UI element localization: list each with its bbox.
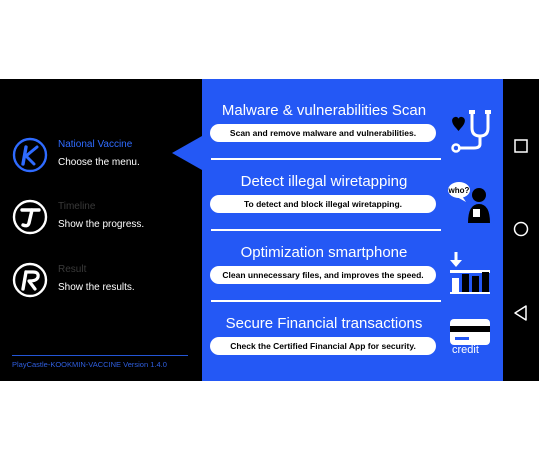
sidebar-item-desc: Show the results. bbox=[58, 282, 135, 293]
feature-heading: Optimization smartphone bbox=[240, 244, 408, 261]
feature-optimization[interactable]: Optimization smartphone Clean unnecessar… bbox=[202, 240, 503, 310]
selection-pointer bbox=[172, 136, 202, 170]
r-logo-icon bbox=[12, 262, 48, 298]
sidebar-item-desc: Choose the menu. bbox=[58, 157, 140, 168]
t-logo-icon bbox=[12, 199, 48, 235]
feature-desc-pill: To detect and block illegal wiretapping. bbox=[210, 195, 436, 213]
k-logo-icon bbox=[12, 137, 48, 173]
version-text: PlayCastle-KOOKMIN-VACCINE Version 1.4.0 bbox=[12, 360, 167, 369]
app-screen: National Vaccine Choose the menu. Timeli… bbox=[0, 79, 539, 381]
home-icon[interactable] bbox=[511, 219, 531, 239]
sidebar-item-title: Result bbox=[58, 264, 87, 275]
feature-secure-financial[interactable]: Secure Financial transactions Check the … bbox=[202, 311, 503, 381]
sidebar: National Vaccine Choose the menu. Timeli… bbox=[0, 79, 202, 381]
sidebar-item-timeline[interactable]: Timeline Show the progress. bbox=[12, 199, 198, 247]
feature-desc-pill: Clean unnecessary files, and improves th… bbox=[210, 266, 436, 284]
sidebar-item-title: Timeline bbox=[58, 201, 96, 212]
feature-heading: Secure Financial transactions bbox=[225, 315, 423, 332]
sidebar-item-national-vaccine[interactable]: National Vaccine Choose the menu. bbox=[12, 137, 198, 185]
bar-chart-download-icon bbox=[450, 252, 490, 294]
sidebar-item-result[interactable]: Result Show the results. bbox=[12, 262, 198, 310]
sidebar-item-desc: Show the progress. bbox=[58, 219, 145, 230]
sidebar-item-title: National Vaccine bbox=[58, 139, 133, 150]
recent-apps-icon[interactable] bbox=[511, 136, 531, 156]
feature-divider bbox=[211, 229, 441, 231]
feature-wiretapping[interactable]: Detect illegal wiretapping To detect and… bbox=[202, 169, 503, 239]
feature-malware-scan[interactable]: Malware & vulnerabilities Scan Scan and … bbox=[202, 98, 503, 168]
system-nav-bar bbox=[503, 79, 539, 381]
who-person-icon: who? bbox=[448, 182, 490, 223]
heart-stethoscope-icon bbox=[451, 110, 491, 153]
back-icon[interactable] bbox=[511, 303, 531, 323]
feature-heading: Detect illegal wiretapping bbox=[240, 173, 408, 190]
feature-divider bbox=[211, 158, 441, 160]
credit-label: credit bbox=[452, 344, 479, 356]
who-bubble-text: who? bbox=[448, 186, 470, 195]
feature-divider bbox=[211, 300, 441, 302]
feature-panel: Malware & vulnerabilities Scan Scan and … bbox=[202, 79, 503, 381]
feature-heading: Malware & vulnerabilities Scan bbox=[221, 102, 427, 119]
sidebar-divider bbox=[12, 355, 188, 356]
feature-desc-pill: Scan and remove malware and vulnerabilit… bbox=[210, 124, 436, 142]
credit-card-icon bbox=[450, 319, 490, 345]
feature-desc-pill: Check the Certified Financial App for se… bbox=[210, 337, 436, 355]
